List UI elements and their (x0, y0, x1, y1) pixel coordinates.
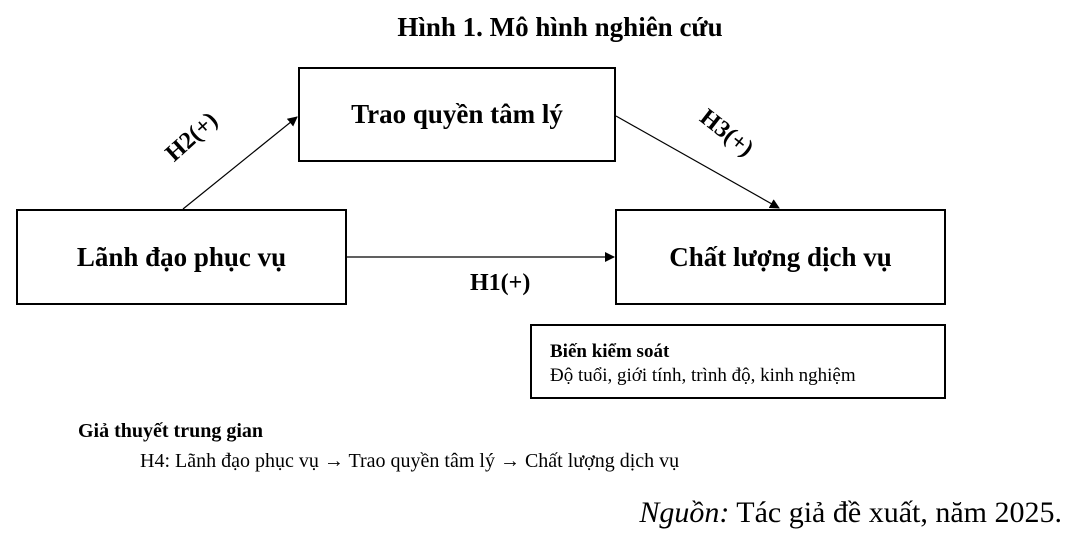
arrow-h2 (182, 116, 298, 210)
mediation-h4: H4: Lãnh đạo phục vụ → Trao quyền tâm lý… (140, 450, 680, 472)
control-variables-heading: Biến kiểm soát (550, 341, 670, 362)
node-mediator: Trao quyền tâm lý (298, 67, 616, 162)
arrow-h3 (615, 115, 780, 209)
mediation-heading: Giả thuyết trung gian (78, 420, 264, 442)
source-note: Nguồn: Tác giả đề xuất, năm 2025. (639, 496, 1062, 530)
control-variables-list: Độ tuổi, giới tính, trình độ, kinh nghiệ… (550, 365, 856, 386)
node-independent: Lãnh đạo phục vụ (16, 209, 347, 305)
figure-title: Hình 1. Mô hình nghiên cứu (397, 12, 723, 42)
source-label: Nguồn: (639, 496, 730, 529)
node-dependent: Chất lượng dịch vụ (615, 209, 946, 305)
label-h1: H1(+) (470, 270, 531, 296)
source-text: Tác giả đề xuất, năm 2025. (729, 496, 1062, 529)
control-variables-box: Biến kiểm soát Độ tuổi, giới tính, trình… (530, 324, 946, 399)
